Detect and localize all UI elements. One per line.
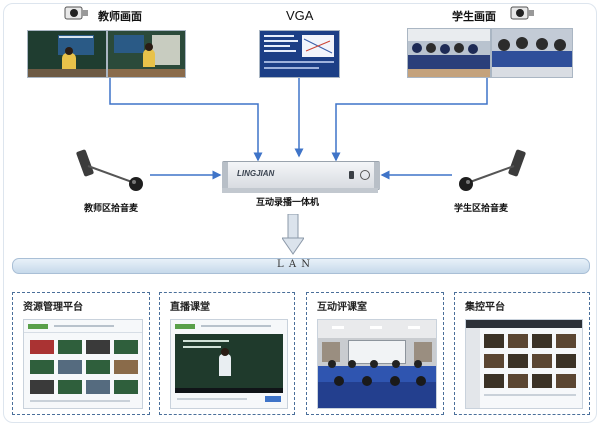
lan-label: L A N — [277, 259, 311, 270]
live-classroom-screenshot — [170, 319, 288, 409]
microphone-icon — [76, 149, 143, 191]
device-power-indicator — [349, 171, 354, 179]
evaluation-room-photo — [317, 319, 437, 409]
panel-interactive-evaluation: 互动评课室 — [306, 292, 444, 415]
recording-device: LINGJIAN — [222, 161, 380, 190]
panel-central-control: 集控平台 — [454, 292, 590, 415]
vga-label: VGA — [286, 8, 314, 23]
camera-icon — [64, 6, 88, 20]
teacher-screen-label: 教师画面 — [98, 10, 142, 23]
student-feed-line — [331, 76, 488, 162]
teacher-screen-image-1 — [27, 30, 107, 78]
device-label: 互动录播一体机 — [256, 198, 320, 208]
arrow-down-icon — [282, 214, 304, 255]
student-screen-image-2 — [491, 28, 573, 78]
microphone-icon — [459, 149, 526, 191]
vga-screen-image — [259, 30, 340, 78]
panel-title: 互动评课室 — [317, 302, 367, 313]
power-icon — [360, 170, 370, 180]
diagram-frame — [3, 3, 597, 423]
teacher-screen-image-2 — [107, 30, 186, 78]
resource-platform-screenshot — [23, 319, 143, 409]
lan-bar — [12, 258, 590, 274]
student-screen-label: 学生画面 — [452, 10, 496, 23]
central-control-screenshot — [465, 319, 583, 409]
device-brand: LINGJIAN — [237, 169, 275, 178]
teacher-mic-label: 教师区拾音麦 — [84, 204, 139, 214]
panel-resource-management: 资源管理平台 — [12, 292, 150, 415]
camera-icon — [510, 6, 534, 20]
panel-title: 资源管理平台 — [23, 302, 83, 313]
teacher-feed-line — [109, 76, 263, 162]
student-mic-label: 学生区拾音麦 — [454, 204, 509, 214]
student-screen-image-1 — [407, 28, 491, 78]
panel-live-classroom: 直播课堂 — [159, 292, 295, 415]
panel-title: 集控平台 — [465, 302, 505, 313]
panel-title: 直播课堂 — [170, 302, 210, 313]
